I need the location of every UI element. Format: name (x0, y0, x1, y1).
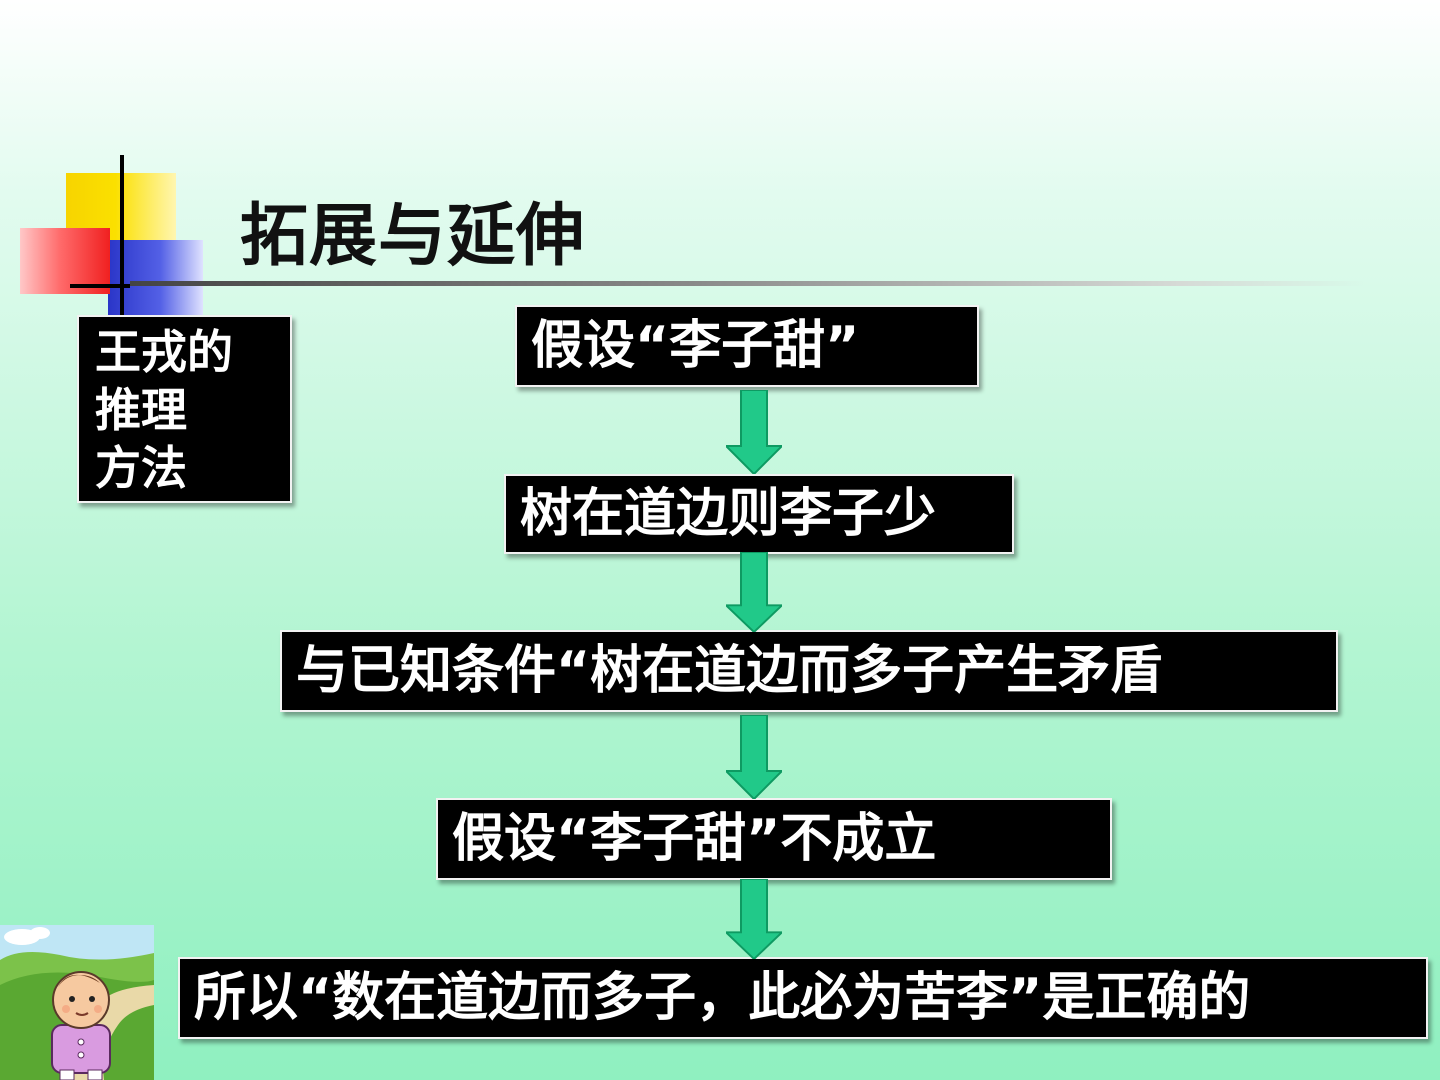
side-label-line-2: 推理 (95, 383, 187, 437)
flow-step-2: 树在道边则李子少 (504, 474, 1014, 554)
side-label-box: 王戎的 推理 方法 (77, 315, 292, 503)
flow-step-1: 假设“李子甜” (515, 305, 979, 387)
decor-short-line (70, 284, 130, 288)
child-cartoon-illustration (0, 925, 154, 1080)
down-arrow-icon (726, 390, 782, 474)
flow-step-4: 假设“李子甜”不成立 (436, 798, 1112, 880)
flow-step-3: 与已知条件“树在道边而多子产生矛盾 (280, 630, 1338, 712)
title-underline (130, 281, 1365, 286)
side-label-line-3: 方法 (95, 441, 187, 495)
slide-title: 拓展与延伸 (240, 197, 586, 276)
flow-step-5: 所以“数在道边而多子，此必为苦李”是正确的 (178, 957, 1428, 1039)
down-arrow-icon (726, 715, 782, 799)
decor-red-square (20, 228, 110, 294)
decor-vertical-line (120, 155, 124, 315)
side-label-line-1: 王戎的 (95, 325, 233, 379)
down-arrow-icon (726, 879, 782, 959)
down-arrow-icon (726, 552, 782, 632)
